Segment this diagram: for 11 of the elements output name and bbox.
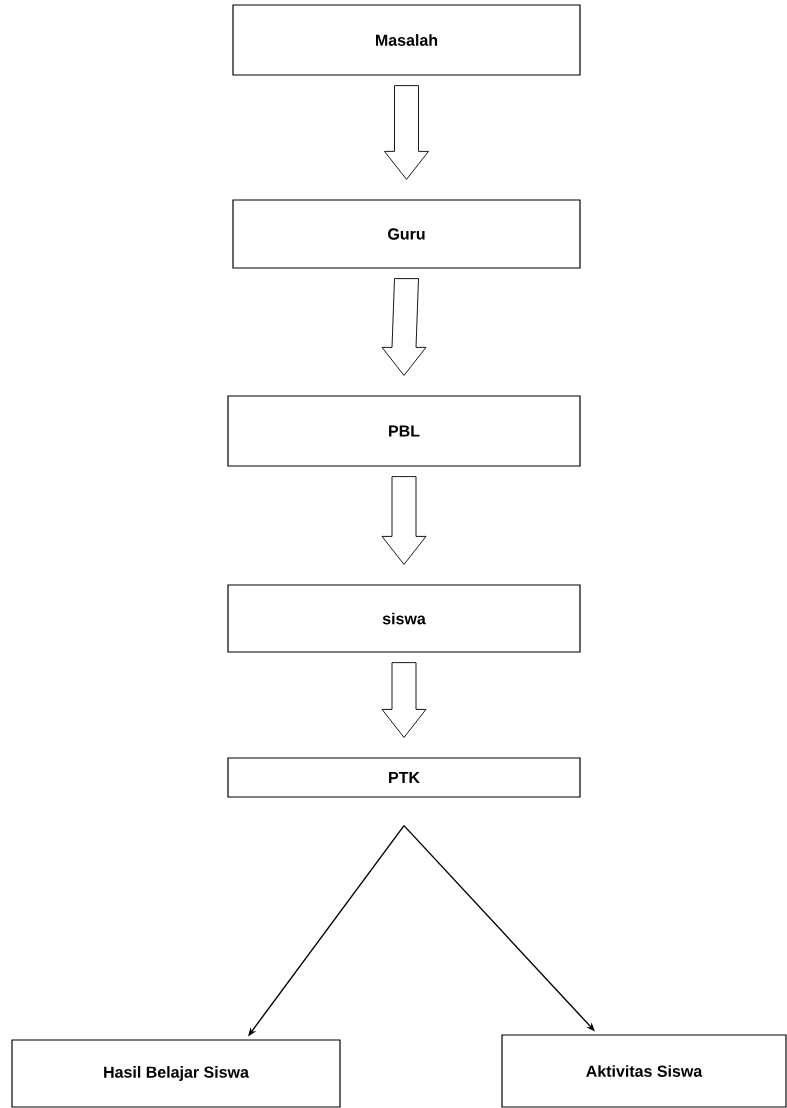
block-arrow [381, 476, 427, 565]
block-arrow [381, 278, 427, 376]
process-box: Hasil Belajar Siswa [11, 1039, 341, 1108]
block-arrow [381, 662, 427, 738]
block-arrow [384, 85, 429, 180]
process-box: PBL [227, 395, 581, 467]
process-box: Guru [232, 199, 581, 269]
process-box: siswa [227, 584, 581, 653]
process-box: PTK [227, 757, 581, 798]
process-box: Masalah [232, 4, 581, 76]
process-box: Aktivitas Siswa [501, 1034, 787, 1108]
